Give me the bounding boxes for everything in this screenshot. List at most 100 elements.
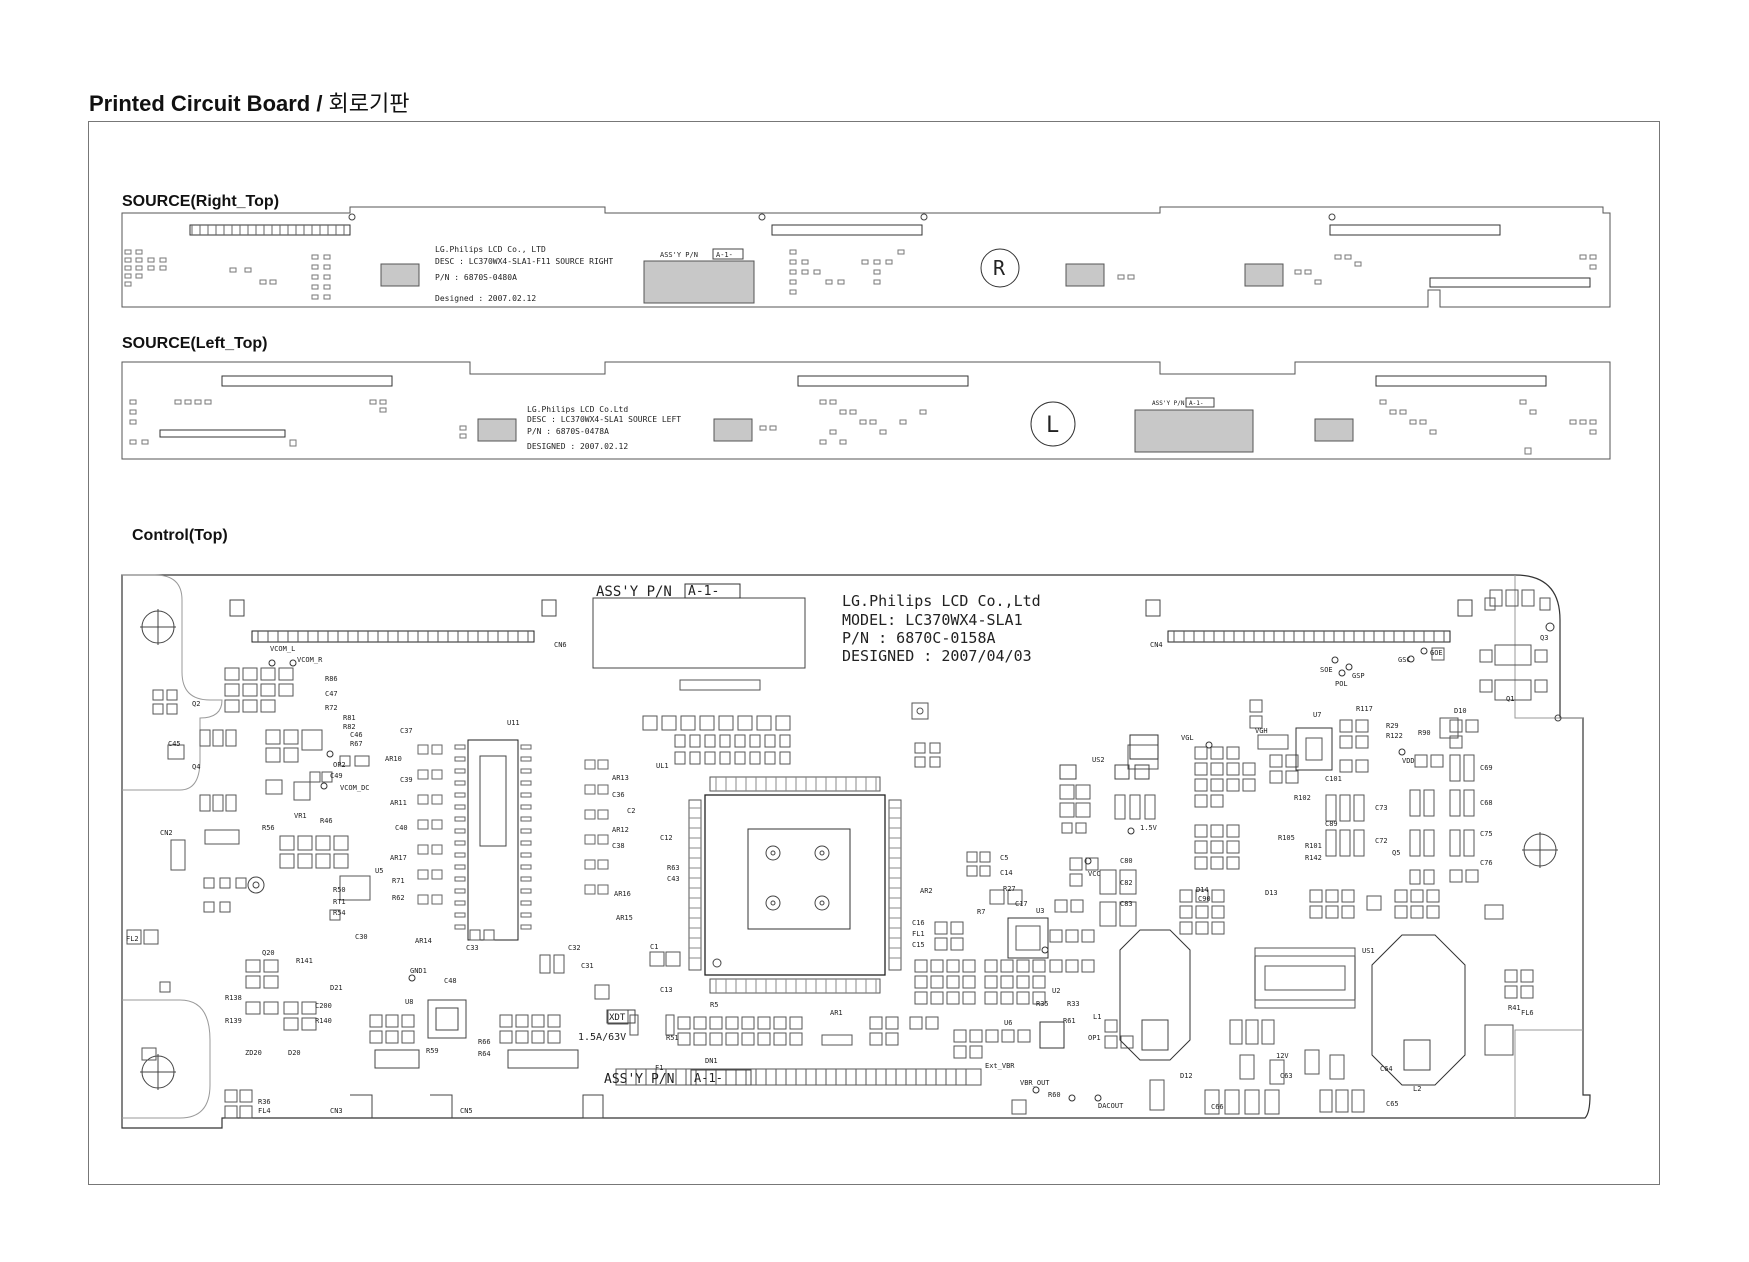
right-board-assy-box: A-1- bbox=[716, 251, 733, 259]
label-c75: C75 bbox=[1480, 830, 1493, 838]
label-fl1: FL1 bbox=[912, 930, 925, 938]
label-ul1: UL1 bbox=[656, 762, 669, 770]
label-ar14: AR14 bbox=[415, 937, 432, 945]
label-c72: C72 bbox=[1375, 837, 1388, 845]
page-title-ko: 회로기판 bbox=[328, 92, 410, 117]
label-r5: R5 bbox=[710, 1001, 718, 1009]
label-q3: Q3 bbox=[1540, 634, 1548, 642]
u11-ic bbox=[467, 739, 519, 941]
label-r62: R62 bbox=[392, 894, 405, 902]
label-vgh: VGH bbox=[1255, 727, 1268, 735]
label-c16: C16 bbox=[912, 919, 925, 927]
label-fl4: FL4 bbox=[258, 1107, 271, 1115]
label-rt1: RT1 bbox=[333, 898, 346, 906]
label-u2: U2 bbox=[1052, 987, 1060, 995]
label-c5: C5 bbox=[1000, 854, 1008, 862]
label-u11: U11 bbox=[507, 719, 520, 727]
label-fl2: FL2 bbox=[126, 935, 139, 943]
label-r81: R81 bbox=[343, 714, 356, 722]
label-r71: R71 bbox=[392, 877, 405, 885]
label-ar17: AR17 bbox=[390, 854, 407, 862]
label-c37: C37 bbox=[400, 727, 413, 735]
label-r102: R102 bbox=[1294, 794, 1311, 802]
label-d14: D14 bbox=[1196, 886, 1209, 894]
label-d10: D10 bbox=[1454, 707, 1467, 715]
label-cn6: CN6 bbox=[554, 641, 567, 649]
label-d21: D21 bbox=[330, 984, 343, 992]
label-r66: R66 bbox=[478, 1038, 491, 1046]
label-r35: R35 bbox=[1036, 1000, 1049, 1008]
label-c47: C47 bbox=[325, 690, 338, 698]
assy-label-area bbox=[592, 597, 806, 669]
fpc-connector bbox=[1375, 375, 1547, 387]
label-l1: L1 bbox=[1093, 1013, 1101, 1021]
label-c36: C36 bbox=[612, 791, 625, 799]
label-u5: U5 bbox=[375, 867, 383, 875]
label-c38: C38 bbox=[612, 842, 625, 850]
side-marker-circle bbox=[1030, 401, 1076, 447]
label-c69: C69 bbox=[1480, 764, 1493, 772]
label-r138: R138 bbox=[225, 994, 242, 1002]
label-q20: Q20 bbox=[262, 949, 275, 957]
right-board-company: LG.Philips LCD Co., LTD bbox=[435, 245, 546, 254]
label-r90: R90 bbox=[1418, 729, 1431, 737]
label-d20: D20 bbox=[288, 1049, 301, 1057]
label-c76: C76 bbox=[1480, 859, 1493, 867]
label-ar2: AR2 bbox=[920, 887, 933, 895]
label-c13: C13 bbox=[660, 986, 673, 994]
label-r36: R36 bbox=[258, 1098, 271, 1106]
label-gnd1: GND1 bbox=[410, 967, 427, 975]
label-r105: R105 bbox=[1278, 834, 1295, 842]
section-label-control-top: Control(Top) bbox=[132, 527, 228, 544]
control-designed: DESIGNED : 2007/04/03 bbox=[842, 647, 1032, 665]
label-c90: C90 bbox=[1198, 895, 1211, 903]
label-zd20: ZD20 bbox=[245, 1049, 262, 1057]
mount-hole bbox=[758, 213, 766, 221]
label-r139: R139 bbox=[225, 1017, 242, 1025]
label-fl6: FL6 bbox=[1521, 1009, 1534, 1017]
label-c63: C63 bbox=[1280, 1072, 1293, 1080]
assy-label-block bbox=[643, 260, 755, 304]
label-c82: C82 bbox=[1120, 879, 1133, 887]
label-r117: R117 bbox=[1356, 705, 1373, 713]
fpc-connector bbox=[159, 429, 286, 438]
label-12v: 12V bbox=[1276, 1052, 1289, 1060]
left-board-desc: DESC : LC370WX4-SLA1 SOURCE LEFT bbox=[527, 415, 681, 424]
label-q2: Q2 bbox=[192, 700, 200, 708]
fpc-connector bbox=[771, 224, 923, 236]
label-c89: C89 bbox=[1325, 820, 1338, 828]
label-c83: C83 bbox=[1120, 900, 1133, 908]
label-ar11: AR11 bbox=[390, 799, 407, 807]
label-d13: D13 bbox=[1265, 889, 1278, 897]
label-ar15: AR15 bbox=[616, 914, 633, 922]
label-c17: C17 bbox=[1015, 900, 1028, 908]
label-cn4: CN4 bbox=[1150, 641, 1163, 649]
label-r7: R7 bbox=[977, 908, 985, 916]
left-board-assy-box: A-1- bbox=[1189, 400, 1203, 407]
label-c32: C32 bbox=[568, 944, 581, 952]
left-board-assy: ASS'Y P/N bbox=[1152, 400, 1185, 407]
label-c1: C1 bbox=[650, 943, 658, 951]
label-c200: C200 bbox=[315, 1002, 332, 1010]
label-us2: US2 bbox=[1092, 756, 1105, 764]
label-vbr-out: VBR_OUT bbox=[1020, 1079, 1050, 1087]
label-u8: U8 bbox=[405, 998, 413, 1006]
ic-pad bbox=[477, 418, 517, 442]
label-l2: L2 bbox=[1413, 1085, 1421, 1093]
label-dn1: DN1 bbox=[705, 1057, 718, 1065]
side-marker-circle bbox=[980, 248, 1020, 288]
page-title-en: Printed Circuit Board / bbox=[89, 91, 323, 116]
control-assy: ASS'Y P/N bbox=[596, 584, 672, 600]
control-xdt: XDT bbox=[609, 1013, 626, 1023]
ic-pad bbox=[1314, 418, 1354, 442]
label-q1: Q1 bbox=[1506, 695, 1514, 703]
label-u6: U6 bbox=[1004, 1019, 1012, 1027]
label-c101: C101 bbox=[1325, 775, 1342, 783]
label-vdd: VDD bbox=[1402, 757, 1415, 765]
label-r86: R86 bbox=[325, 675, 338, 683]
mount-hole bbox=[1328, 213, 1336, 221]
label-r140: R140 bbox=[315, 1017, 332, 1025]
label-d12: D12 bbox=[1180, 1072, 1193, 1080]
label-c48: C48 bbox=[444, 977, 457, 985]
label-vcom-dc: VCOM_DC bbox=[340, 784, 370, 792]
